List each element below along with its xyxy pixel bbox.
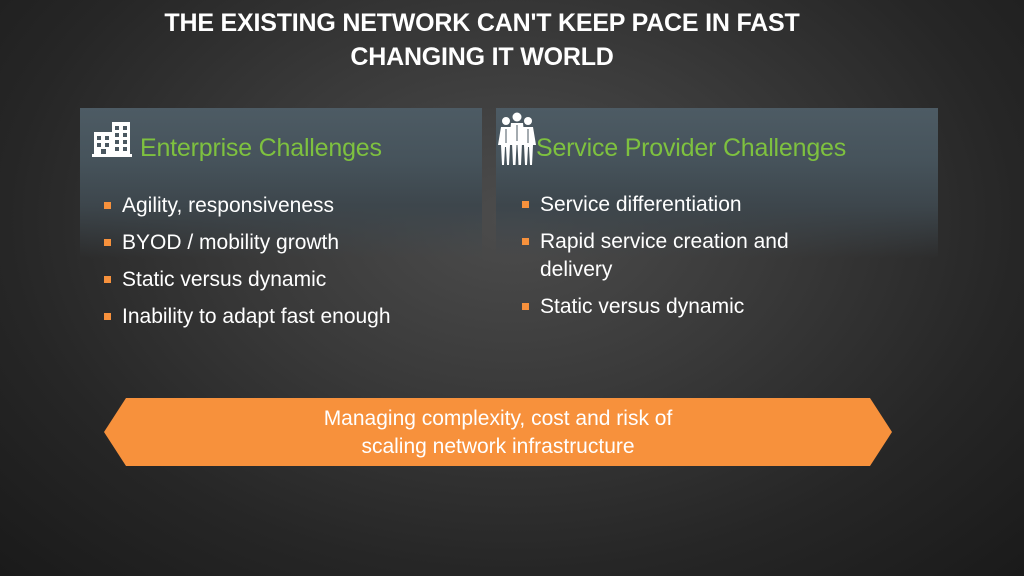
slide-title-line-2: CHANGING IT WORLD [350, 43, 614, 71]
enterprise-heading: Enterprise Challenges [140, 133, 382, 162]
enterprise-challenges-panel: Enterprise Challenges [80, 108, 482, 258]
service-provider-panel-header: Service Provider Challenges [498, 112, 847, 166]
bullet-square-icon [522, 303, 529, 310]
people-group-icon [498, 112, 536, 171]
banner-text: Managing complexity, cost and risk of sc… [104, 405, 892, 461]
slide-title: THE EXISTING NETWORK CAN'T KEEP PACE IN … [80, 6, 884, 74]
banner-hexagon-shape [104, 398, 892, 466]
list-item-text: Service differentiation [540, 193, 742, 216]
building-icon [92, 120, 132, 163]
bullet-square-icon [104, 202, 111, 209]
service-provider-challenge-list: Service differentiation Rapid service cr… [522, 191, 922, 330]
list-item: BYOD / mobility growth [104, 229, 474, 257]
service-provider-heading: Service Provider Challenges [536, 133, 847, 162]
banner-line-2: scaling network infrastructure [361, 435, 635, 458]
list-item: Static versus dynamic [104, 266, 474, 294]
list-item: Service differentiation [522, 191, 922, 219]
bullet-square-icon [104, 313, 111, 320]
bullet-square-icon [104, 239, 111, 246]
enterprise-panel-header: Enterprise Challenges [92, 116, 382, 166]
list-item: Agility, responsiveness [104, 192, 474, 220]
list-item-text: Static versus dynamic [122, 268, 327, 291]
bullet-square-icon [522, 201, 529, 208]
bullet-square-icon [522, 238, 529, 245]
list-item: Static versus dynamic [522, 293, 922, 321]
list-item-text: Agility, responsiveness [122, 194, 335, 217]
list-item: Inability to adapt fast enough [104, 303, 474, 331]
list-item-text: Static versus dynamic [540, 295, 745, 318]
slide-title-line-1: THE EXISTING NETWORK CAN'T KEEP PACE IN … [164, 9, 800, 37]
enterprise-challenge-list: Agility, responsiveness BYOD / mobility … [104, 192, 474, 340]
summary-banner: Managing complexity, cost and risk of sc… [104, 398, 892, 466]
banner-line-1: Managing complexity, cost and risk of [323, 407, 673, 430]
list-item: Rapid service creation and delivery [522, 228, 840, 284]
list-item-text: Inability to adapt fast enough [122, 305, 391, 328]
list-item-text: BYOD / mobility growth [122, 231, 340, 254]
service-provider-challenges-panel: Service Provider Challenges [496, 108, 938, 258]
list-item-text: Rapid service creation and delivery [540, 230, 789, 281]
bullet-square-icon [104, 276, 111, 283]
